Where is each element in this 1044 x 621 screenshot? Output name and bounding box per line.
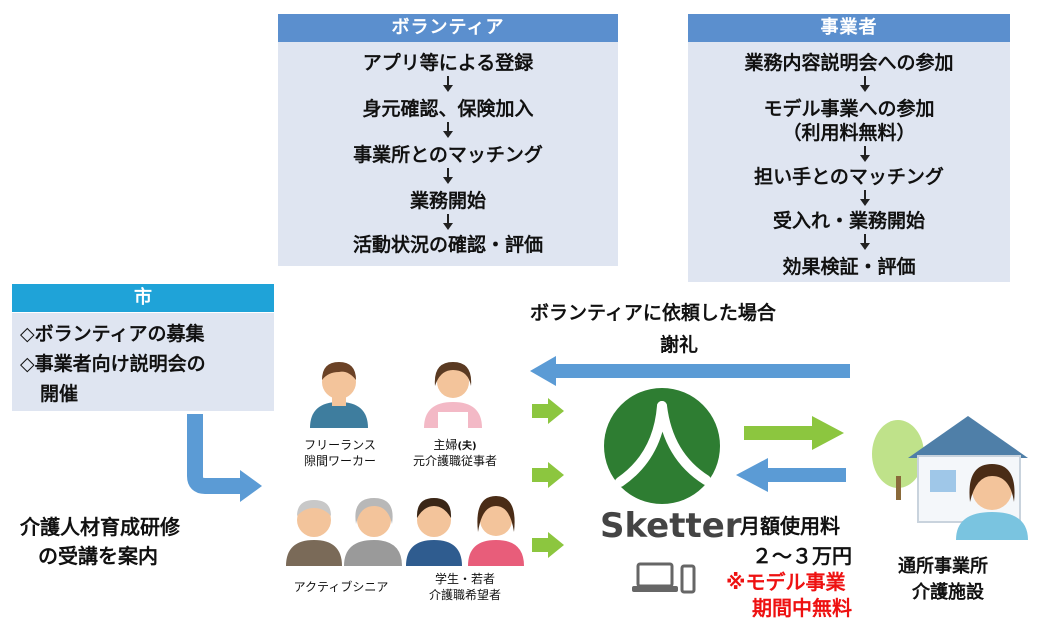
laptop-phone-icon <box>632 562 696 594</box>
city-line-2: ◇事業者向け説明会の <box>20 353 206 375</box>
student-label-1: 学生・若者 <box>434 572 495 586</box>
volunteer-panel: アプリ等による登録 身元確認、保険加入 事業所とのマッチング 業務開始 活動状況… <box>278 42 618 266</box>
senior-label: アクティブシニア <box>293 580 389 594</box>
down-arrow-icon <box>860 190 870 206</box>
reward-arrow-icon <box>530 356 850 386</box>
city-header: 市 <box>12 284 274 312</box>
city-panel: ◇ボランティアの募集 ◇事業者向け説明会の 開催 <box>12 313 274 411</box>
training-line-2: の受講を案内 <box>38 544 158 568</box>
down-arrow-icon <box>860 234 870 250</box>
student-pair-icon <box>406 496 524 566</box>
housewife-sub: (夫) <box>457 441 477 452</box>
reward-line-1: ボランティアに依頼した場合 <box>530 302 776 324</box>
student-label-2: 介護職希望者 <box>428 588 501 602</box>
volunteer-step-4: 業務開始 <box>409 190 486 212</box>
volunteer-step-3: 事業所とのマッチング <box>353 144 543 166</box>
fee-note-1: ※モデル事業 <box>726 570 846 594</box>
business-header: 事業者 <box>688 14 1010 42</box>
fee-note-2: 期間中無料 <box>752 596 852 620</box>
business-panel: 業務内容説明会への参加 モデル事業への参加 （利用料無料） 担い手とのマッチング… <box>688 42 1010 282</box>
sketter-logo-icon <box>604 388 720 504</box>
business-step-1: 業務内容説明会への参加 <box>744 52 954 74</box>
freelance-person-icon <box>310 362 368 428</box>
business-step-5: 効果検証・評価 <box>782 256 916 278</box>
fee-line-2: ２～３万円 <box>752 544 852 568</box>
housewife-person-icon <box>424 362 482 428</box>
down-arrow-icon <box>860 146 870 162</box>
training-line-1: 介護人材育成研修 <box>20 515 180 539</box>
city-line-1: ◇ボランティアの募集 <box>20 323 205 345</box>
volunteer-step-2: 身元確認、保険加入 <box>362 98 534 120</box>
business-step-4: 受入れ・業務開始 <box>772 210 925 232</box>
volunteer-header: ボランティア <box>278 14 618 42</box>
down-arrow-icon <box>443 76 453 92</box>
freelance-label-1: フリーランス <box>304 438 376 452</box>
green-arrow-icon <box>532 398 564 424</box>
green-arrow-icon <box>532 462 564 488</box>
app-to-facility-arrow-icon <box>744 416 844 450</box>
volunteer-step-1: アプリ等による登録 <box>362 52 534 74</box>
freelance-label-2: 隙間ワーカー <box>303 454 376 468</box>
business-step-2-note: （利用料無料） <box>782 122 916 144</box>
housewife-label-1: 主婦(夫) <box>400 438 510 454</box>
down-arrow-icon <box>860 76 870 92</box>
app-name: Sketter <box>600 506 742 546</box>
city-line-3: 開催 <box>40 383 79 405</box>
caregiver-person-icon <box>956 464 1028 540</box>
business-step-2: モデル事業への参加 <box>763 98 935 120</box>
senior-couple-icon <box>286 498 402 566</box>
city-to-people-arrow-icon <box>187 414 262 502</box>
green-arrow-icon <box>532 532 564 558</box>
volunteer-step-5: 活動状況の確認・評価 <box>352 234 543 256</box>
down-arrow-icon <box>443 168 453 184</box>
reward-line-2: 謝礼 <box>660 334 699 356</box>
facility-line-1: 通所事業所 <box>898 556 988 577</box>
fee-line-1: 月額使用料 <box>740 514 840 538</box>
facility-to-app-arrow-icon <box>736 458 846 492</box>
facility-line-2: 介護施設 <box>912 582 984 603</box>
down-arrow-icon <box>443 122 453 138</box>
down-arrow-icon <box>443 214 453 230</box>
business-step-3: 担い手とのマッチング <box>754 166 944 188</box>
housewife-label-2: 元介護職従事者 <box>412 454 497 468</box>
housewife-main: 主婦 <box>433 438 458 452</box>
